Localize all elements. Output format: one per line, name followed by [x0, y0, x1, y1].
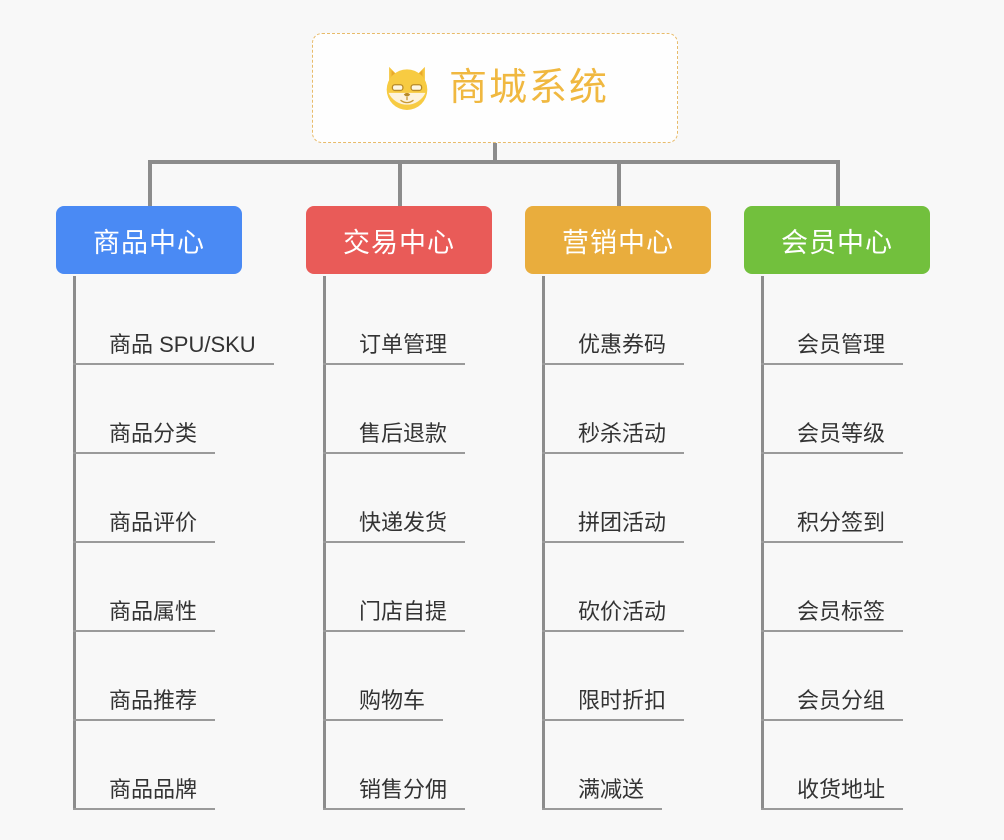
leaf-underline [761, 541, 903, 543]
shiba-dog-icon [381, 62, 433, 114]
leaf-label: 商品分类 [109, 420, 198, 446]
leaf-label: 砍价活动 [578, 598, 667, 624]
list-item[interactable]: 积分签到 [761, 454, 903, 543]
leaf-label: 会员等级 [797, 420, 886, 446]
leaf-label: 积分签到 [797, 509, 886, 535]
category-label-0: 商品中心 [93, 227, 205, 258]
leaf-label: 限时折扣 [578, 687, 667, 713]
list-item[interactable]: 拼团活动 [542, 454, 684, 543]
connector-drop-2 [398, 160, 402, 206]
list-item[interactable]: 会员等级 [761, 365, 903, 454]
leaf-underline [761, 808, 903, 810]
category-box-2[interactable]: 营销中心 [525, 206, 711, 274]
leaf-label: 商品品牌 [109, 776, 198, 802]
leaf-underline [323, 719, 443, 721]
leaf-underline [73, 719, 215, 721]
leaf-underline [73, 452, 215, 454]
list-item[interactable]: 销售分佣 [323, 721, 465, 810]
leaf-label: 售后退款 [359, 420, 448, 446]
category-column-2: 优惠券码 秒杀活动 拼团活动 砍价活动 限时折扣 满减送 [542, 276, 684, 810]
category-label-3: 会员中心 [781, 227, 893, 258]
list-item[interactable]: 砍价活动 [542, 543, 684, 632]
list-item[interactable]: 商品分类 [73, 365, 262, 454]
leaf-label: 商品 SPU/SKU [109, 331, 256, 357]
leaf-underline [323, 452, 465, 454]
connector-drop-4 [836, 160, 840, 206]
leaf-underline [542, 363, 684, 365]
list-item[interactable]: 满减送 [542, 721, 672, 810]
list-item[interactable]: 购物车 [323, 632, 453, 721]
leaf-label: 门店自提 [359, 598, 448, 624]
leaf-underline [73, 808, 215, 810]
leaf-underline [761, 452, 903, 454]
leaf-underline [542, 719, 684, 721]
leaf-label: 销售分佣 [359, 776, 448, 802]
column-trunk-3 [761, 276, 764, 810]
connector-drop-1 [148, 160, 152, 206]
leaf-underline [73, 630, 215, 632]
list-item[interactable]: 商品推荐 [73, 632, 262, 721]
leaf-underline [323, 630, 465, 632]
category-label-1: 交易中心 [343, 227, 455, 258]
list-item[interactable]: 商品属性 [73, 543, 262, 632]
leaf-underline [542, 630, 684, 632]
leaf-label: 会员管理 [797, 331, 886, 357]
leaf-underline [542, 808, 662, 810]
leaf-underline [73, 541, 215, 543]
leaf-underline [323, 363, 465, 365]
leaf-label: 商品属性 [109, 598, 198, 624]
leaf-underline [761, 719, 903, 721]
category-box-3[interactable]: 会员中心 [744, 206, 930, 274]
column-trunk-2 [542, 276, 545, 810]
list-item[interactable]: 商品 SPU/SKU [73, 276, 274, 365]
list-item[interactable]: 限时折扣 [542, 632, 684, 721]
leaf-underline [761, 630, 903, 632]
leaf-label: 商品评价 [109, 509, 198, 535]
list-item[interactable]: 订单管理 [323, 276, 465, 365]
leaf-label: 拼团活动 [578, 509, 667, 535]
leaf-label: 订单管理 [359, 331, 448, 357]
leaf-label: 会员标签 [797, 598, 886, 624]
list-item[interactable]: 优惠券码 [542, 276, 684, 365]
category-box-1[interactable]: 交易中心 [306, 206, 492, 274]
list-item[interactable]: 商品品牌 [73, 721, 262, 810]
leaf-label: 满减送 [578, 776, 645, 802]
leaf-label: 商品推荐 [109, 687, 198, 713]
category-column-3: 会员管理 会员等级 积分签到 会员标签 会员分组 收货地址 [761, 276, 903, 810]
list-item[interactable]: 售后退款 [323, 365, 465, 454]
list-item[interactable]: 门店自提 [323, 543, 465, 632]
leaf-underline [761, 363, 903, 365]
leaf-label: 收货地址 [797, 776, 886, 802]
column-trunk-0 [73, 276, 76, 810]
category-box-0[interactable]: 商品中心 [56, 206, 242, 274]
leaf-underline [542, 452, 684, 454]
category-column-1: 订单管理 售后退款 快递发货 门店自提 购物车 销售分佣 [323, 276, 465, 810]
connector-horizontal-bus [150, 160, 840, 164]
list-item[interactable]: 秒杀活动 [542, 365, 684, 454]
list-item[interactable]: 会员管理 [761, 276, 903, 365]
leaf-label: 优惠券码 [578, 331, 667, 357]
leaf-label: 会员分组 [797, 687, 886, 713]
category-label-2: 营销中心 [562, 227, 674, 258]
connector-root-stem [493, 143, 497, 163]
leaf-label: 购物车 [359, 687, 426, 713]
list-item[interactable]: 收货地址 [761, 721, 903, 810]
list-item[interactable]: 商品评价 [73, 454, 262, 543]
list-item[interactable]: 会员分组 [761, 632, 903, 721]
leaf-underline [542, 541, 684, 543]
leaf-underline [323, 808, 465, 810]
root-title: 商城系统 [448, 67, 609, 109]
leaf-underline [323, 541, 465, 543]
leaf-label: 快递发货 [359, 509, 448, 535]
category-column-0: 商品 SPU/SKU 商品分类 商品评价 商品属性 商品推荐 商品品牌 [73, 276, 274, 810]
root-node-mall-system[interactable]: 商城系统 [312, 33, 678, 143]
connector-drop-3 [617, 160, 621, 206]
column-trunk-1 [323, 276, 326, 810]
list-item[interactable]: 快递发货 [323, 454, 465, 543]
list-item[interactable]: 会员标签 [761, 543, 903, 632]
leaf-underline [73, 363, 274, 365]
leaf-label: 秒杀活动 [578, 420, 667, 446]
